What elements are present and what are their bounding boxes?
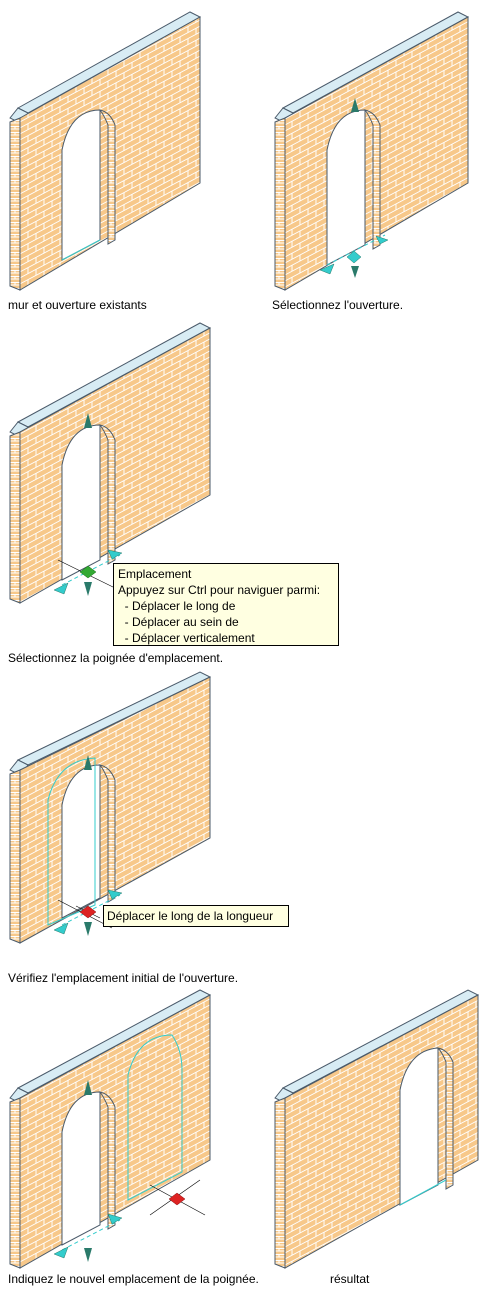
grip-arrow-up-icon[interactable] <box>351 98 359 112</box>
grip-arrow-up-icon[interactable] <box>84 755 92 770</box>
caption-step5: Indiquez le nouvel emplacement de la poi… <box>8 1272 259 1286</box>
wall-panel-location-grip <box>9 322 212 604</box>
grip-arrow-down-icon[interactable] <box>351 266 359 278</box>
tooltip-move-along-length: Déplacer le long de la longueur <box>103 905 289 927</box>
grip-location-icon[interactable] <box>79 565 97 579</box>
tooltip-location-line3: - Déplacer au sein de <box>118 615 239 629</box>
wall-panel-selected <box>274 11 470 291</box>
grip-left-icon[interactable] <box>53 1246 69 1259</box>
grip-location-moving-icon[interactable] <box>149 1179 206 1216</box>
caption-step1: mur et ouverture existants <box>8 298 147 312</box>
grip-location-icon[interactable] <box>346 250 362 264</box>
tooltip-location-line2: - Déplacer le long de <box>118 599 236 613</box>
tooltip-move-text: Déplacer le long de la longueur <box>107 909 274 923</box>
tooltip-location-title: Emplacement <box>118 567 192 581</box>
tooltip-location: Emplacement Appuyez sur Ctrl pour navigu… <box>113 563 339 646</box>
wall-panel-existing <box>9 11 202 291</box>
grip-left-icon[interactable] <box>53 582 69 595</box>
caption-step4: Vérifiez l'emplacement initial de l'ouve… <box>8 971 239 985</box>
grip-right-icon[interactable] <box>107 549 123 560</box>
tooltip-location-line4: - Déplacer verticalement <box>118 631 255 645</box>
grip-arrow-up-icon[interactable] <box>84 1080 92 1095</box>
grip-location-active-icon[interactable] <box>75 905 101 919</box>
caption-step3: Sélectionnez la poignée d'emplacement. <box>8 651 224 665</box>
caption-step2: Sélectionnez l'ouverture. <box>272 298 404 312</box>
grip-left-icon[interactable] <box>53 922 69 935</box>
grip-left-icon[interactable] <box>319 263 335 275</box>
grip-arrow-down-icon[interactable] <box>84 582 92 596</box>
grip-arrow-down-icon[interactable] <box>84 922 92 936</box>
caption-step6: résultat <box>330 1272 370 1286</box>
grip-right-icon[interactable] <box>107 1213 123 1225</box>
grip-arrow-up-icon[interactable] <box>84 413 92 428</box>
wall-panel-result <box>274 989 480 1269</box>
grip-right-icon[interactable] <box>375 235 389 245</box>
wall-panel-initial-location <box>9 671 212 944</box>
grip-arrow-down-icon[interactable] <box>84 1248 92 1262</box>
wall-panel-new-location <box>9 989 212 1269</box>
grip-right-icon[interactable] <box>107 889 123 900</box>
tooltip-location-line1: Appuyez sur Ctrl pour naviguer parmi: <box>118 583 321 597</box>
